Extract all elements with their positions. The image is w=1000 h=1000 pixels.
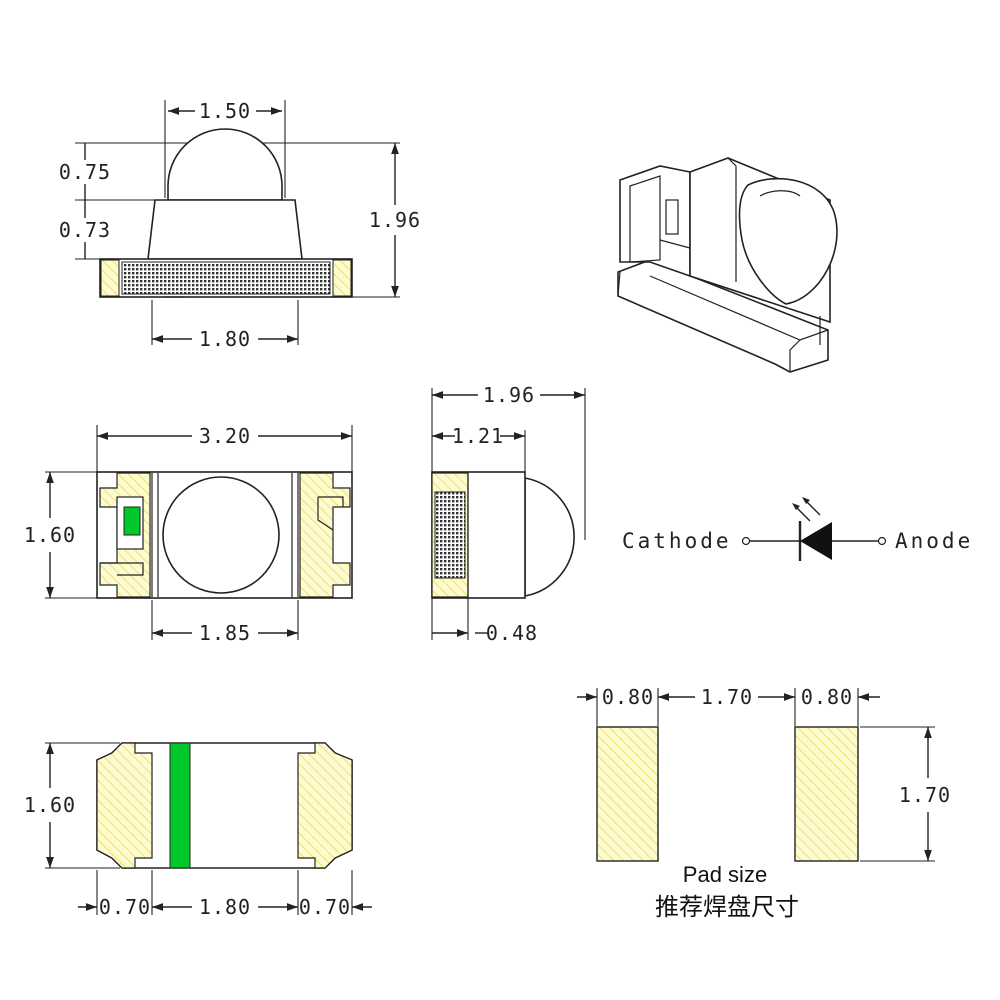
bottom-view: 1.60 0.70 1.80 0.70 bbox=[24, 742, 372, 919]
anode-label: Anode bbox=[895, 529, 973, 553]
dim-bottom-right-terminal: 0.70 bbox=[299, 895, 351, 919]
bottom-terminal-left bbox=[96, 742, 153, 869]
top-polarity-mark bbox=[123, 506, 141, 536]
dim-top-lens-width: 1.85 bbox=[199, 621, 251, 645]
pad-right bbox=[794, 726, 859, 862]
front-view: 1.50 0.75 0.73 1.96 1.80 bbox=[55, 99, 421, 351]
dim-pad-right: 0.80 bbox=[801, 685, 853, 709]
anode-terminal-dot bbox=[877, 536, 887, 546]
dim-front-base-width: 1.80 bbox=[199, 327, 251, 351]
dim-front-lens-width: 1.50 bbox=[199, 99, 251, 123]
dim-front-total-height: 1.96 bbox=[369, 208, 421, 232]
isometric-view bbox=[617, 157, 838, 373]
cathode-terminal-dot bbox=[741, 536, 751, 546]
front-lens-dome bbox=[167, 128, 283, 201]
dim-top-width: 1.60 bbox=[24, 523, 76, 547]
front-body bbox=[147, 199, 303, 260]
bottom-polarity-mark bbox=[169, 742, 191, 869]
front-terminal-right bbox=[332, 259, 352, 297]
side-lead-frame bbox=[434, 491, 466, 579]
top-view: 3.20 1.60 1.85 bbox=[24, 424, 353, 645]
circuit-symbol: Cathode Anode bbox=[622, 497, 973, 561]
dim-bottom-left-terminal: 0.70 bbox=[99, 895, 151, 919]
pad-left bbox=[596, 726, 659, 862]
light-arrows bbox=[792, 497, 821, 522]
dim-top-length: 3.20 bbox=[199, 424, 251, 448]
dim-bottom-center: 1.80 bbox=[199, 895, 251, 919]
top-lens-circle bbox=[162, 476, 280, 594]
bottom-terminal-right bbox=[297, 742, 353, 869]
front-terminal-left bbox=[100, 259, 120, 297]
iso-polarity-window bbox=[665, 199, 679, 235]
pad-caption-en: Pad size bbox=[683, 862, 767, 887]
front-lead-frame bbox=[121, 261, 331, 295]
dim-side-terminal: 0.48 bbox=[486, 621, 538, 645]
cathode-label: Cathode bbox=[622, 529, 732, 553]
dim-pad-gap: 1.70 bbox=[701, 685, 753, 709]
pad-caption-zh: 推荐焊盘尺寸 bbox=[655, 893, 799, 921]
diode-triangle bbox=[800, 522, 832, 560]
dim-side-body: 1.21 bbox=[452, 424, 504, 448]
dim-pad-height: 1.70 bbox=[899, 783, 951, 807]
dim-bottom-width: 1.60 bbox=[24, 793, 76, 817]
side-lens-dome bbox=[524, 477, 575, 597]
iso-lens bbox=[738, 177, 838, 305]
top-terminal-right bbox=[299, 472, 351, 598]
side-view: 1.96 1.21 0.48 bbox=[431, 383, 586, 645]
dim-front-body-height: 0.73 bbox=[59, 218, 111, 242]
dim-pad-left: 0.80 bbox=[602, 685, 654, 709]
pad-layout: 0.80 1.70 0.80 1.70 Pad size 推荐焊盘尺寸 bbox=[577, 685, 951, 921]
dim-side-total: 1.96 bbox=[483, 383, 535, 407]
dim-front-lens-height: 0.75 bbox=[59, 160, 111, 184]
